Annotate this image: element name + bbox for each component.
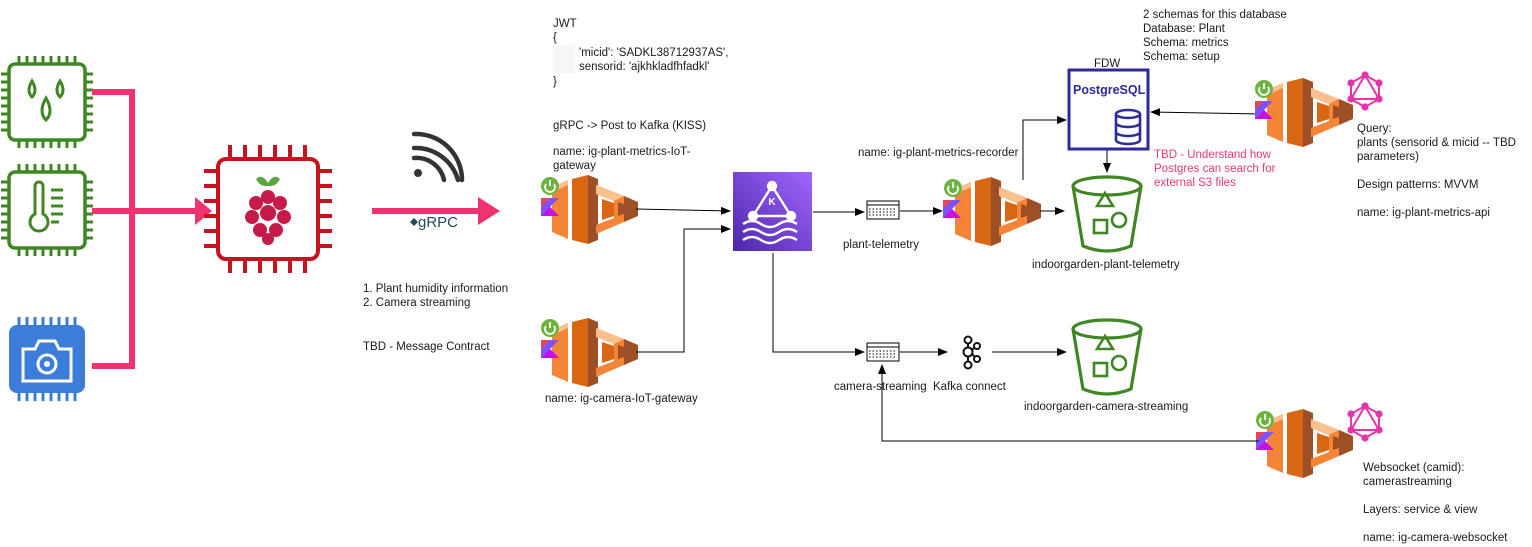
jwt-sensorid: sensorid: 'ajkhkladfhfadkl': [579, 61, 710, 73]
humidity-sensor-icon: [0, 54, 95, 150]
tbd-postgres-2: Postgres can search for: [1154, 163, 1276, 175]
postgres-label: PostgreSQL: [1073, 83, 1146, 97]
tbd-postgres-3: external S3 files: [1154, 177, 1236, 189]
api-design-patterns: Design patterns: MVVM: [1357, 179, 1479, 191]
api-name: name: ig-plant-metrics-api: [1357, 207, 1490, 219]
kafka-connect-icon: [962, 335, 981, 370]
db-note-4: Schema: setup: [1143, 51, 1220, 63]
plant-gateway-name-2: gateway: [553, 160, 596, 172]
db-note-2: Database: Plant: [1143, 23, 1225, 35]
grpc-note: gRPC -> Post to Kafka (KISS): [553, 120, 707, 132]
jwt-open-brace: {: [553, 32, 557, 44]
camera-bucket-label: indoorgarden-camera-streaming: [1024, 401, 1189, 413]
recorder-to-postgres-arrow: [1022, 116, 1067, 180]
camera-sensor-icon: [9, 317, 85, 401]
sensor-to-pi-arrow: [195, 197, 212, 225]
grpc-logo-icon: [410, 218, 418, 226]
ws-note-2: camerastreaming: [1363, 476, 1452, 488]
ws-note-1: Websocket (camid):: [1363, 462, 1465, 474]
api-query-detail-2: parameters): [1357, 151, 1419, 163]
db-note-3: Schema: metrics: [1143, 37, 1229, 49]
plant-telemetry-bucket-icon: [1071, 175, 1143, 253]
kafka-msk-icon: K: [733, 172, 812, 251]
temperature-sensor-icon: [0, 162, 95, 258]
message-contract-note: TBD - Message Contract: [363, 341, 490, 353]
camera-gateway-service-icon: [552, 318, 638, 387]
kafka-to-topics-arrows: [772, 208, 865, 356]
plant-gateway-service-icon: [552, 175, 638, 244]
jwt-micid: 'micid': 'SADKL38712937AS',: [579, 47, 729, 59]
api-query-detail-1: plants (sensorid & micid -- TBD: [1357, 137, 1516, 149]
message-item-1: 1. Plant humidity information: [363, 283, 509, 295]
plant-telemetry-topic-icon: [866, 200, 900, 220]
websocket-to-topic-arrow: [878, 364, 1259, 442]
plant-bucket-label: indoorgarden-plant-telemetry: [1032, 259, 1180, 271]
grpc-logo-text: gRPC: [418, 214, 459, 231]
tbd-postgres-1: TBD - Understand how: [1154, 149, 1271, 161]
jwt-indent: [553, 45, 575, 73]
sensor-connectors: [92, 89, 195, 369]
graphql-icon-websocket: [1347, 402, 1383, 442]
jwt-title: JWT: [553, 18, 577, 30]
db-note-1: 2 schemas for this database: [1143, 9, 1287, 21]
camera-gateway-name: name: ig-camera-IoT-gateway: [545, 393, 698, 405]
postgresql-db-icon: [1067, 68, 1150, 151]
camera-streaming-topic-icon: [866, 342, 900, 362]
jwt-close-brace: }: [553, 76, 557, 88]
recorder-name: name: ig-plant-metrics-recorder: [858, 147, 1019, 159]
ws-name: name: ig-camera-websocket: [1363, 532, 1508, 544]
wifi-icon: [411, 131, 465, 183]
raspberry-pi-icon: [204, 145, 332, 273]
camera-streaming-topic-label: camera-streaming: [834, 381, 927, 393]
camera-websocket-service-icon: [1267, 409, 1353, 478]
svg-text:K: K: [768, 197, 776, 208]
kafka-connect-label: Kafka connect: [933, 381, 1006, 393]
plant-gateway-name: name: ig-plant-metrics-IoT-: [553, 146, 691, 158]
recorder-service-icon: [955, 177, 1041, 246]
plant-telemetry-topic-label: plant-telemetry: [843, 239, 920, 251]
plant-metrics-api-service-icon: [1267, 78, 1353, 147]
api-to-postgres-arrow: [1150, 108, 1261, 117]
gateway-to-kafka-arrows: [635, 206, 731, 353]
api-query-label: Query:: [1357, 123, 1392, 135]
fdw-label: FDW: [1094, 58, 1121, 70]
message-item-2: 2. Camera streaming: [363, 297, 471, 309]
ws-layers: Layers: service & view: [1363, 504, 1478, 516]
camera-streaming-bucket-icon: [1071, 318, 1143, 396]
graphql-icon-api: [1347, 71, 1383, 111]
